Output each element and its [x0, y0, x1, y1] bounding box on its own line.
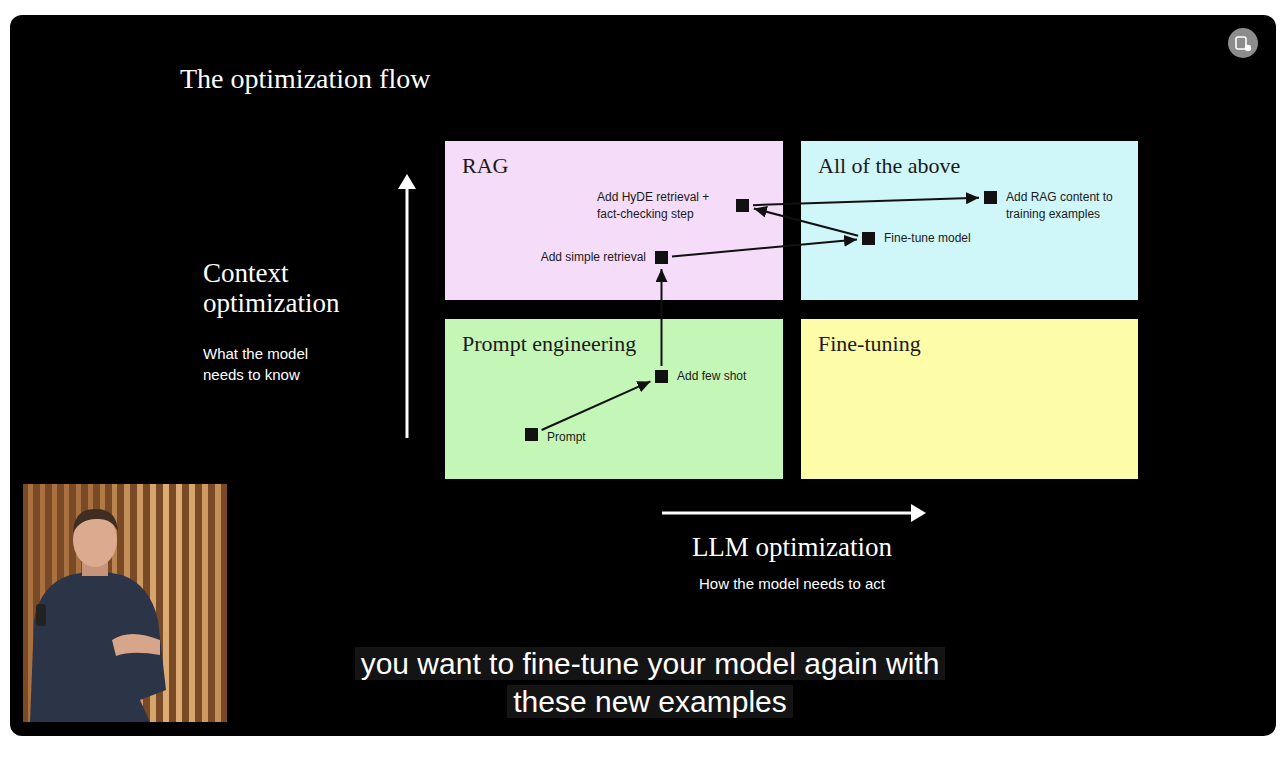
diagram-title: The optimization flow [180, 62, 430, 96]
quadrant-heading: Fine-tuning [818, 331, 921, 357]
quadrant-box: Fine-tuning [801, 319, 1138, 479]
step-label: Add few shot [677, 368, 746, 384]
axis-title: LLM optimization [692, 532, 892, 562]
step-marker: Add few shot [655, 370, 668, 383]
step-marker: Add simple retrieval [655, 251, 668, 264]
axis-arrowhead [398, 174, 416, 189]
step-label: Fine-tune model [884, 230, 971, 246]
flow-arrow [754, 208, 858, 235]
axis-note: What the model needs to know [203, 343, 353, 385]
subtitle: you want to fine-tune your model again w… [345, 645, 955, 721]
corner-icon [1236, 37, 1246, 49]
axis-line [662, 512, 913, 515]
quadrant-heading: Prompt engineering [462, 331, 636, 357]
step-label: Prompt [547, 429, 586, 445]
quadrant-heading: RAG [462, 153, 508, 179]
step-marker: Add RAG content to training examples [984, 191, 997, 204]
quadrant-box: All of the aboveAdd RAG content to train… [801, 141, 1138, 300]
step-label: Add RAG content to training examples [1006, 189, 1131, 221]
axis-title: Context optimization [203, 258, 383, 318]
corner-icon [1228, 28, 1258, 58]
step-marker: Fine-tune model [862, 232, 875, 245]
step-label: Add HyDE retrieval + fact-checking step [597, 189, 727, 221]
quadrant-box: Prompt engineeringAdd few shotPrompt [445, 319, 783, 479]
step-label: Add simple retrieval [541, 249, 646, 265]
quadrant-box: RAG Add HyDE retrieval + fact-checking st… [445, 141, 783, 300]
corner-icon [1245, 45, 1251, 51]
step-marker: Add HyDE retrieval + fact-checking step [736, 199, 749, 212]
speaker-video [23, 484, 227, 722]
quadrant-heading: All of the above [818, 153, 960, 179]
flow-arrow [542, 381, 651, 430]
axis-line [406, 186, 409, 438]
axis-arrowhead [911, 504, 926, 522]
flow-arrow [661, 269, 663, 366]
flow-arrow [753, 198, 979, 205]
step-marker: Prompt [525, 428, 538, 441]
flow-arrow [672, 240, 857, 257]
subtitle-text: you want to fine-tune your model again w… [355, 647, 946, 718]
axis-note: How the model needs to act [699, 573, 885, 594]
